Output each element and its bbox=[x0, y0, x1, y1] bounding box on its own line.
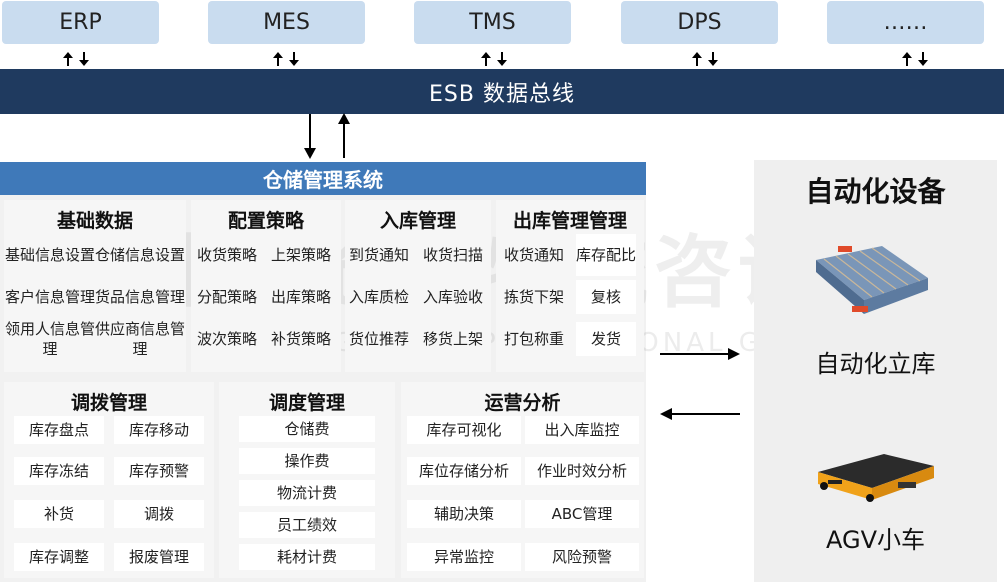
strategy-item: 收货策略 bbox=[197, 246, 258, 264]
transfer-item: 库存盘点 bbox=[14, 416, 104, 444]
inbound-item: 货位推荐 bbox=[349, 330, 410, 348]
dispatch-item: 物流计费 bbox=[239, 480, 375, 506]
transfer-item: 库存移动 bbox=[114, 416, 204, 444]
dispatch-item: 操作费 bbox=[239, 448, 375, 474]
base-data-item: 供应商信息管理 bbox=[94, 320, 185, 358]
inbound-item: 收货扫描 bbox=[423, 246, 484, 264]
bidirectional-arrow-icon bbox=[63, 52, 89, 66]
strategy-item: 分配策略 bbox=[197, 288, 258, 306]
base-data-title: 基础数据 bbox=[56, 210, 133, 232]
dispatch-panel: 调度管理 仓储费 操作费 物流计费 员工绩效 耗材计费 bbox=[219, 382, 395, 578]
dps-box: DPS bbox=[621, 1, 778, 44]
wms-automation-arrows-icon bbox=[660, 348, 740, 420]
mes-label: MES bbox=[263, 10, 310, 35]
outbound-panel: 出库管理管理 收货通知 库存配比 拣货下架 复核 打包称重 发货 bbox=[496, 200, 644, 372]
transfer-item: 库存冻结 bbox=[14, 457, 104, 485]
more-systems-label: …… bbox=[883, 10, 928, 35]
analytics-item: 辅助决策 bbox=[407, 500, 521, 528]
esb-bus-bar: ESB 数据总线 bbox=[0, 69, 1004, 114]
strategy-item: 波次策略 bbox=[197, 330, 258, 348]
tms-box: TMS bbox=[414, 1, 571, 44]
base-data-item: 客户信息管理 bbox=[4, 288, 95, 306]
strategy-item: 补货策略 bbox=[271, 330, 332, 348]
wms-title-bar: 仓储管理系统 bbox=[0, 162, 646, 195]
inbound-title: 入库管理 bbox=[379, 210, 456, 232]
transfer-item: 库存调整 bbox=[14, 543, 104, 571]
tms-label: TMS bbox=[469, 10, 516, 35]
transfer-title: 调拨管理 bbox=[70, 392, 147, 414]
strategy-title: 配置策略 bbox=[227, 210, 304, 232]
outbound-item: 收货通知 bbox=[504, 246, 565, 264]
more-systems-box: …… bbox=[827, 1, 984, 44]
transfer-panel: 调拨管理 库存盘点 库存移动 库存冻结 库存预警 补货 调拨 库存调整 报废管理 bbox=[4, 382, 214, 578]
strategy-item: 上架策略 bbox=[271, 246, 332, 264]
analytics-item: 出入库监控 bbox=[525, 416, 639, 444]
bidirectional-arrow-icon bbox=[273, 52, 299, 66]
transfer-item: 补货 bbox=[14, 500, 104, 528]
mes-box: MES bbox=[208, 1, 365, 44]
bidirectional-arrow-icon bbox=[692, 52, 718, 66]
strategy-panel: 配置策略 收货策略 上架策略 分配策略 出库策略 波次策略 补货策略 bbox=[191, 200, 341, 372]
inbound-item: 到货通知 bbox=[349, 246, 410, 264]
analytics-item: 异常监控 bbox=[407, 543, 521, 571]
automation-panel: 自动化设备 自动化立库 AGV小车 bbox=[754, 160, 997, 582]
base-data-panel: 基础数据 基础信息设置 仓储信息设置 客户信息管理 货品信息管理 领用人信息管理… bbox=[4, 200, 186, 372]
transfer-item: 报废管理 bbox=[114, 543, 204, 571]
automated-warehouse-label: 自动化立库 bbox=[815, 350, 936, 378]
outbound-item: 发货 bbox=[576, 322, 636, 356]
esb-label: ESB 数据总线 bbox=[429, 81, 575, 107]
bidirectional-arrow-icon bbox=[481, 52, 507, 66]
bidirectional-arrow-icon bbox=[902, 52, 928, 66]
automated-warehouse-icon bbox=[816, 246, 928, 314]
analytics-item: 风险预警 bbox=[525, 543, 639, 571]
analytics-item: 库存可视化 bbox=[407, 416, 521, 444]
erp-label: ERP bbox=[59, 10, 102, 35]
base-data-item: 仓储信息设置 bbox=[94, 246, 185, 264]
agv-label: AGV小车 bbox=[825, 526, 925, 554]
dispatch-item: 仓储费 bbox=[239, 416, 375, 442]
strategy-item: 出库策略 bbox=[271, 288, 332, 306]
outbound-item: 库存配比 bbox=[576, 234, 636, 276]
erp-box: ERP bbox=[2, 1, 159, 44]
outbound-item: 打包称重 bbox=[504, 330, 565, 348]
dps-label: DPS bbox=[677, 10, 722, 35]
dispatch-title: 调度管理 bbox=[268, 392, 345, 414]
analytics-item: ABC管理 bbox=[525, 500, 639, 528]
dispatch-item: 员工绩效 bbox=[239, 512, 375, 538]
base-data-item: 基础信息设置 bbox=[4, 246, 95, 264]
analytics-item: 作业时效分析 bbox=[525, 457, 639, 485]
inbound-item: 入库验收 bbox=[423, 288, 484, 306]
dispatch-item: 耗材计费 bbox=[239, 544, 375, 570]
outbound-title: 出库管理管理 bbox=[512, 210, 627, 232]
inbound-item: 入库质检 bbox=[349, 288, 410, 306]
analytics-item: 库位存储分析 bbox=[407, 457, 521, 485]
outbound-item: 复核 bbox=[576, 280, 636, 314]
outbound-item: 拣货下架 bbox=[504, 288, 565, 306]
inbound-item: 移货上架 bbox=[423, 330, 484, 348]
analytics-panel: 运营分析 库存可视化 出入库监控 库位存储分析 作业时效分析 辅助决策 ABC管… bbox=[401, 382, 644, 578]
transfer-item: 调拨 bbox=[114, 500, 204, 528]
wms-title: 仓储管理系统 bbox=[263, 168, 383, 192]
inbound-panel: 入库管理 到货通知 收货扫描 入库质检 入库验收 货位推荐 移货上架 bbox=[345, 200, 491, 372]
base-data-item: 领用人信息管理 bbox=[4, 320, 95, 358]
agv-vehicle-icon bbox=[818, 454, 934, 502]
esb-wms-arrows-icon bbox=[304, 113, 350, 159]
automation-title: 自动化设备 bbox=[805, 175, 946, 208]
base-data-item: 货品信息管理 bbox=[94, 288, 185, 306]
analytics-title: 运营分析 bbox=[484, 392, 561, 414]
transfer-item: 库存预警 bbox=[114, 457, 204, 485]
